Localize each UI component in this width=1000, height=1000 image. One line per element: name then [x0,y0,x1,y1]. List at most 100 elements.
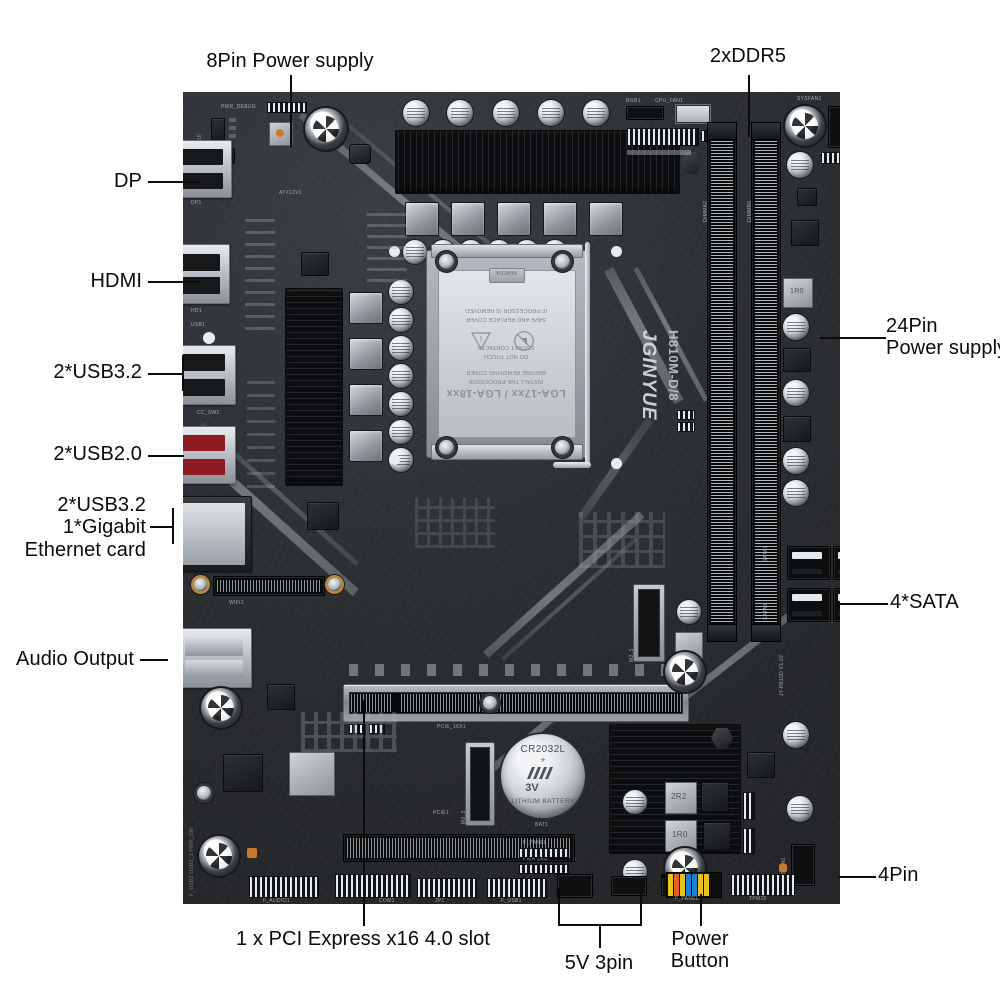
socket-screw [555,254,570,269]
argb-5v-3pin-header-a[interactable] [611,876,647,896]
capacitor [783,480,809,506]
silk-tpm20: TPM20 [749,896,767,902]
socket-remove-tab [489,268,525,283]
m2-slot-1[interactable] [633,584,665,662]
capacitor [623,790,647,814]
sata-port-4[interactable] [833,588,840,622]
dimm-slot-b0[interactable] [751,122,781,642]
vrm-heatsink-left [285,288,343,486]
capacitor [783,448,809,474]
label-24pin-line1: 24Pin [886,315,938,337]
solder-pad [247,848,257,858]
super-io-chip [289,752,335,796]
audio-jack-panel[interactable] [183,628,252,688]
leader-line-audio [140,659,168,661]
tpm-header[interactable] [731,874,795,896]
socket-load-lever [585,242,590,466]
silk-f-panel1: F_PANEL1 [675,896,703,902]
leader-line-hdmi [148,281,200,283]
socket-line2: BEFORE REMOVING COVER [466,369,546,375]
svg-text:i: i [480,334,482,344]
capacitor [447,100,473,126]
cooler-mount-hole [389,246,400,257]
mount-hole [203,332,215,344]
sata-port-3[interactable] [787,588,831,622]
com-header[interactable] [417,878,477,898]
cooler-mount-hole [389,454,400,465]
sata-port-2[interactable] [833,546,840,580]
battery-logo-icon [523,765,563,781]
silk-jp1: JP1 [435,898,445,904]
sysfan2-header[interactable] [828,106,840,148]
silk-dp1: DP1 [191,200,202,206]
smd-field [247,378,275,488]
smd-field [367,210,407,282]
pwm-controller [703,822,731,850]
heatsink-bolt [681,152,701,174]
smd-strip [821,152,840,164]
socket-frame-bar-top [431,244,583,258]
fan-decor [665,652,705,692]
usb20-port-stack[interactable] [183,426,236,484]
socket-screw [555,440,570,455]
leader-line-usb32-tick [182,355,184,391]
battery-plus-text: + [540,755,546,765]
usb3-front-header[interactable] [335,874,411,898]
socket-no-touch-icon [513,330,535,352]
leader-line-argb-left-tick [558,888,560,924]
power-choke [349,292,383,324]
smd-part [229,118,236,122]
rgb-header[interactable] [626,106,664,120]
front-panel-header[interactable] [661,874,665,878]
socket-screw [439,254,454,269]
dimm-slot-a2[interactable] [707,122,737,642]
usb32-port-stack[interactable] [183,345,236,405]
small-ic [783,416,811,442]
pcie-x16-slot[interactable] [343,684,689,722]
hdmi-port[interactable] [183,244,230,304]
silk-1r0-b: 1R0 [672,830,688,839]
capacitor [389,364,413,388]
label-power-line1: Power [671,928,729,950]
silk-m2-1: M2_1 [629,648,635,662]
front-panel-header-colored[interactable] [666,872,722,898]
label-dp: DP [114,170,142,192]
lan-usb-combo-port[interactable] [183,496,252,572]
pcie-x1-slot-top[interactable] [213,576,325,596]
silk-cpu-fan1: CPU_FAN1 [655,98,684,104]
capacitor [389,392,413,416]
smd-field [301,712,397,752]
m2-slot-2[interactable] [465,742,495,826]
capacitor [389,280,413,304]
solder-pad [779,864,787,872]
label-lan-line2: 1*Gigabit [62,516,146,539]
sata-port-1[interactable] [787,546,831,580]
sysfan1-4pin-header[interactable] [791,844,815,886]
bottom-fan-header[interactable] [557,874,593,898]
silk-edge-codes: F_USB2 USB3_1 PWR_SW [189,827,195,896]
silk-atx12v1: ATX12V1 [279,190,303,196]
heatsink-bolt [711,728,733,748]
power-choke [589,202,623,236]
leader-line-argb-right-tick [640,888,642,924]
silk-f-usb1: F_USB1 [501,898,522,904]
inductor-1r0-b [665,820,697,852]
capacitor [783,380,809,406]
displayport-port[interactable] [183,140,232,198]
silk-f-audio1: F_AUDIO1 [263,898,290,904]
silk-pcie16x1: PCIE_16X1 [437,724,466,730]
cpu-fan-header[interactable] [675,104,711,124]
f-usb-header[interactable] [487,878,547,898]
small-ic [791,220,819,246]
motherboard-image: 04126481B PWR_DEBUG ATX12V1 [183,92,840,904]
io-controller-chip [301,252,329,276]
power-choke [349,384,383,416]
smd-field [415,498,495,548]
f-audio-header[interactable] [249,876,319,898]
power-choke [349,430,383,462]
socket-remove-label: REMOVE [495,269,517,275]
capacitor [783,722,809,748]
screw-hole [197,786,211,800]
silk-bat1: BAT1 [535,822,549,828]
